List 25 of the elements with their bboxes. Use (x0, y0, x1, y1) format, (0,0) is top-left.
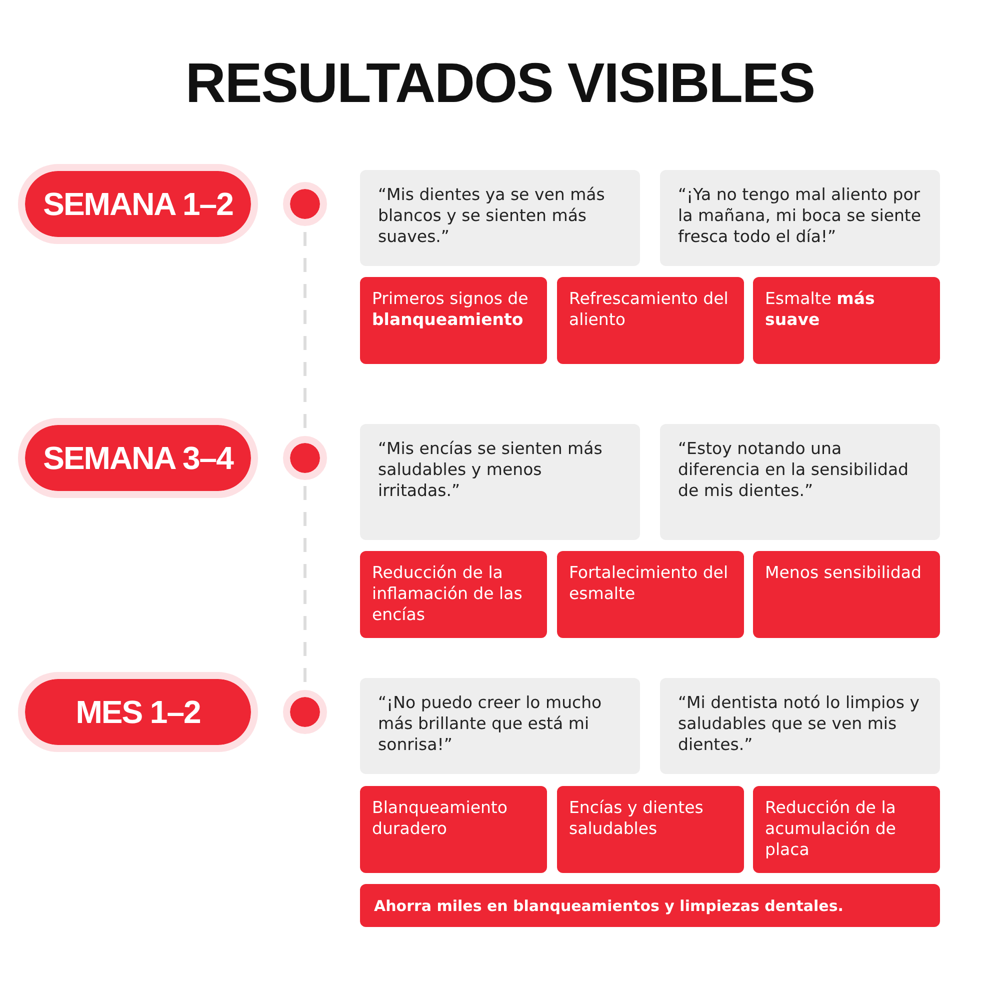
quote-card: “Mi dentista notó lo limpios y saludables que se ven mis dientes.” (660, 678, 940, 774)
benefit-card: Refrescamiento del aliento (557, 277, 744, 364)
benefit-card: Esmalte más suave (753, 277, 940, 364)
benefit-card: Fortalecimiento del esmalte (557, 551, 744, 638)
quote-card: “Mis encías se sienten más saludables y menos irritadas.” (360, 424, 640, 540)
benefit-card: Encías y dientes saludables (557, 786, 744, 873)
title: RESULTADOS VISIBLES (184, 50, 816, 115)
quote-card: “¡No puedo creer lo mucho más brillante que está mi sonrisa!” (360, 678, 640, 774)
timeline-dot (283, 690, 327, 734)
period-pill: MES 1–2 (18, 672, 258, 752)
period-pill: SEMANA 1–2 (18, 164, 258, 244)
timeline-dot (283, 436, 327, 480)
benefit-card: Reducción de la inflamación de las encías (360, 551, 547, 638)
quote-card: “Estoy notando una diferencia en la sensibilidad de mis dientes.” (660, 424, 940, 540)
dashed-connector (304, 232, 306, 430)
summary-banner: Ahorra miles en blanqueamientos y limpiezas dentales. (360, 884, 940, 927)
benefit-card: Reducción de la acumulación de placa (753, 786, 940, 873)
dashed-connector (304, 486, 306, 684)
benefit-card: Primeros signos de blanqueamiento (360, 277, 547, 364)
quote-card: “Mis dientes ya se ven más blancos y se sienten más suaves.” (360, 170, 640, 266)
period-pill: SEMANA 3–4 (18, 418, 258, 498)
benefit-card: Blanqueamiento duradero (360, 786, 547, 873)
benefit-card: Menos sensibilidad (753, 551, 940, 638)
quote-card: “¡Ya no tengo mal aliento por la mañana, mi boca se siente fresca todo el día!” (660, 170, 940, 266)
timeline-dot (283, 182, 327, 226)
